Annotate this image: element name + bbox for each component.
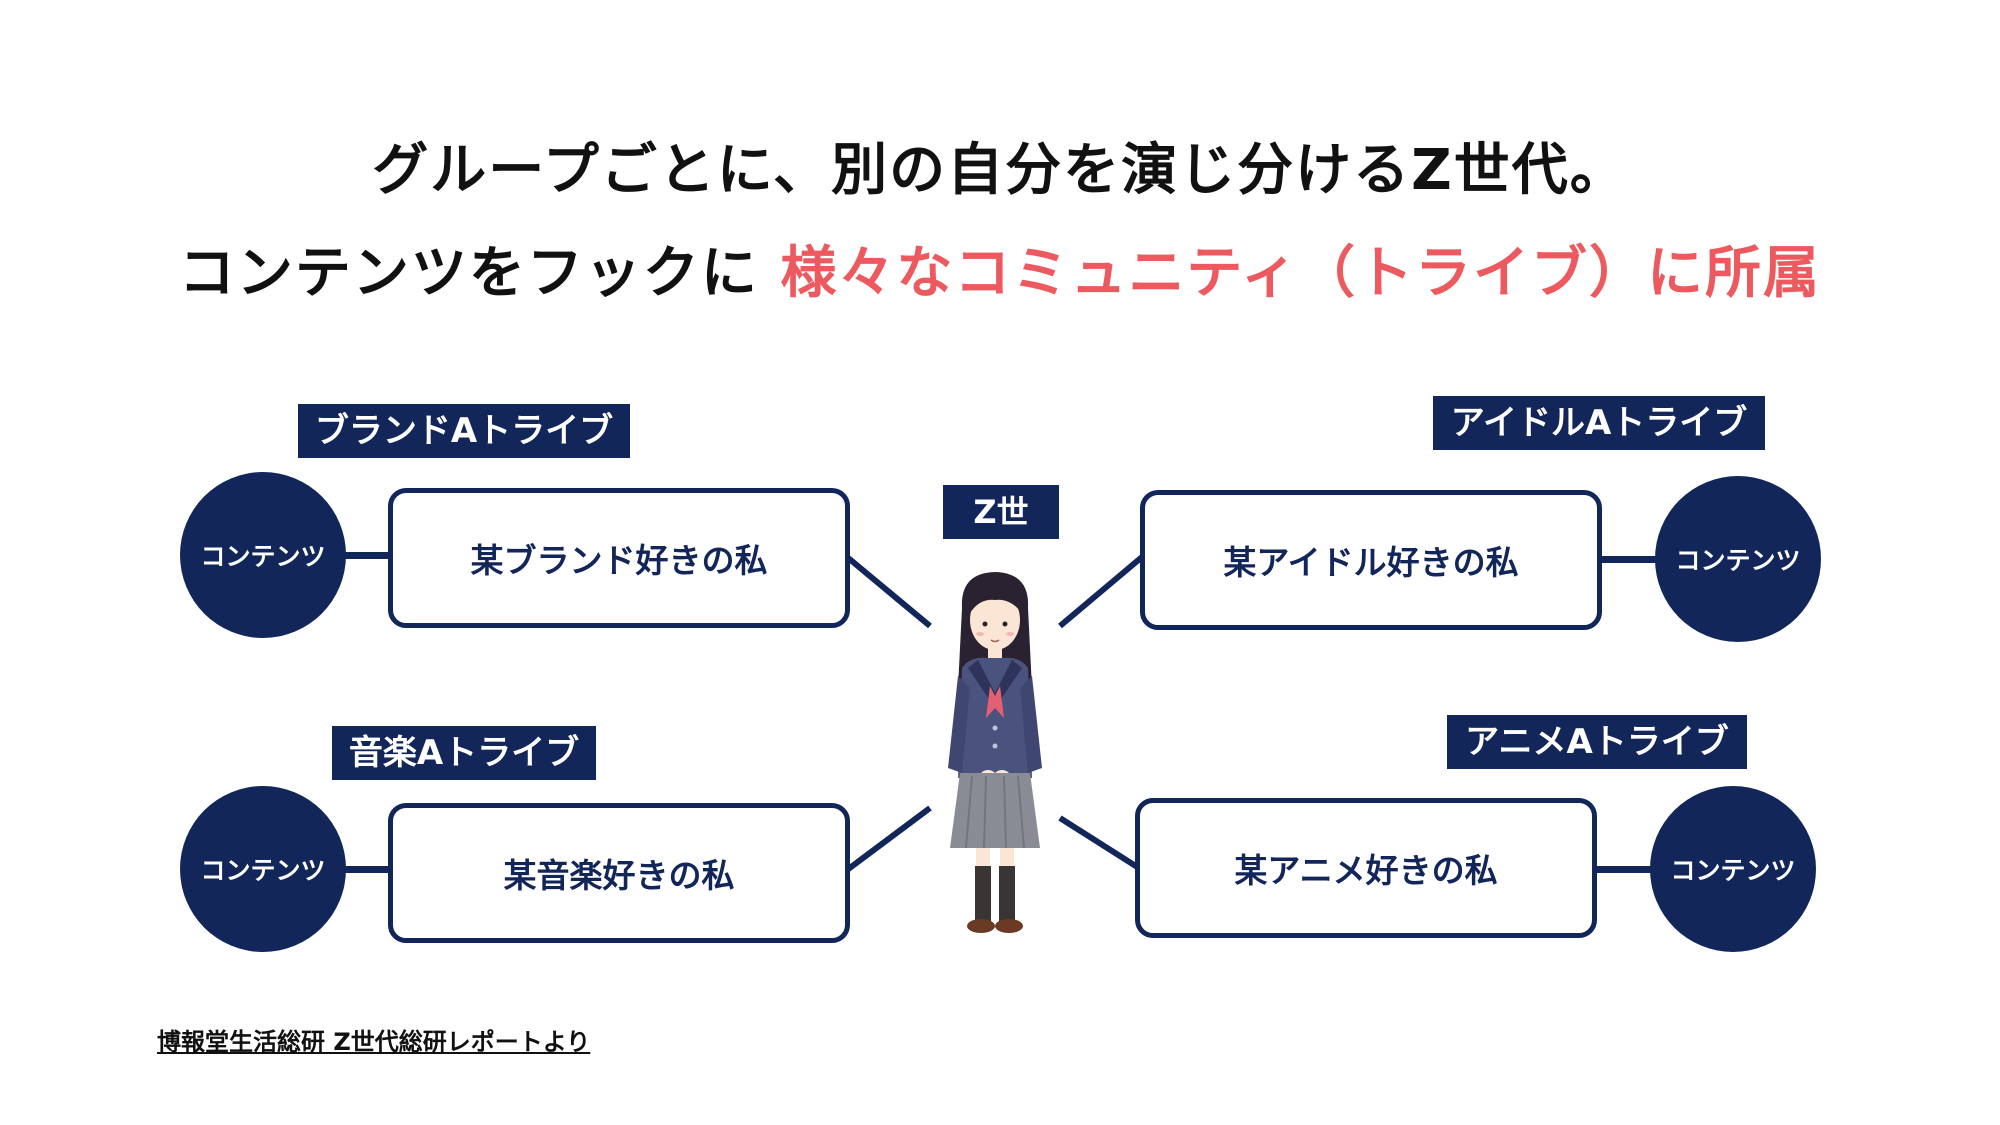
source-citation: 博報堂生活総研 Z世代総研レポートより (157, 1028, 591, 1056)
content-circle-top-right: コンテンツ (1655, 476, 1821, 642)
self-box-idol: 某アイドル好きの私 (1140, 490, 1602, 630)
content-circle-top-left: コンテンツ (180, 472, 346, 638)
headline-line1: グループごとに、別の自分を演じ分けるZ世代。 (372, 138, 1628, 203)
content-label: コンテンツ (200, 856, 326, 885)
headline-line2: コンテンツをフックに 様々なコミュニティ（トライブ）に所属 (0, 228, 2000, 309)
self-label: 某アイドル好きの私 (1223, 543, 1519, 582)
content-link-top-right (1598, 556, 1660, 563)
content-label: コンテンツ (1670, 856, 1796, 885)
tribe-tag-music: 音楽Aトライブ (332, 726, 596, 780)
content-circle-bottom-right: コンテンツ (1650, 786, 1816, 952)
tribe-tag-brand: ブランドAトライブ (298, 404, 630, 458)
tribe-tag-idol: アイドルAトライブ (1433, 396, 1765, 450)
student-girl-icon (948, 572, 1042, 933)
content-link-top-left (344, 552, 392, 559)
headline-line2-accent: 様々なコミュニティ（トライブ）に所属 (780, 241, 1822, 306)
content-circle-bottom-left: コンテンツ (180, 786, 346, 952)
content-label: コンテンツ (1675, 546, 1801, 575)
connector-top-right (1058, 554, 1144, 629)
connector-bottom-right (1058, 815, 1144, 873)
tribe-tag-anime: アニメAトライブ (1447, 715, 1747, 769)
content-link-bottom-right (1593, 866, 1655, 873)
connector-bottom-left (845, 805, 932, 873)
headline-line2-prefix: コンテンツをフックに (178, 241, 781, 306)
content-label: コンテンツ (200, 542, 326, 571)
self-label: 某音楽好きの私 (503, 856, 735, 895)
self-box-anime: 某アニメ好きの私 (1135, 798, 1597, 938)
self-box-brand: 某ブランド好きの私 (388, 488, 850, 628)
content-link-bottom-left (344, 866, 392, 873)
self-label: 某ブランド好きの私 (470, 541, 768, 580)
self-label: 某アニメ好きの私 (1234, 851, 1498, 890)
center-tag-z-generation: Z世代 (943, 485, 1059, 585)
connector-top-left (845, 554, 932, 629)
self-box-music: 某音楽好きの私 (388, 803, 850, 943)
